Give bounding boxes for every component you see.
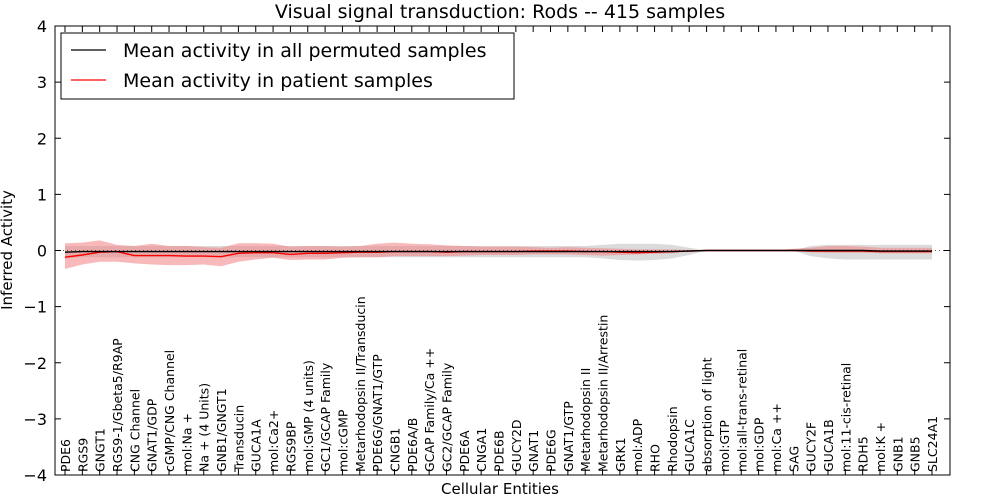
x-tick-label: PDE6A/B	[405, 418, 420, 472]
x-tick-label: mol:all-trans-retinal	[734, 349, 749, 472]
y-tick-label: −3	[23, 410, 47, 429]
y-tick-label: −1	[23, 298, 47, 317]
x-tick-label: PDE6	[58, 439, 73, 472]
x-tick-label: Na + (4 Units)	[197, 383, 212, 472]
x-tick-label: mol:11-cis-retinal	[838, 363, 853, 472]
x-tick-label: RGS9	[75, 438, 90, 472]
x-tick-label: CNG Channel	[127, 389, 142, 472]
x-tick-label: GNAT1/GDP	[145, 398, 160, 472]
x-tick-label: RGS9-1/Gbeta5/R9AP	[110, 338, 125, 472]
x-tick-label: mol:Ca2+	[266, 410, 281, 472]
x-tick-label: Metarhodopsin II/Arrestin	[596, 315, 611, 472]
x-tick-label: mol:GTP	[717, 420, 732, 472]
x-tick-label: mol:Na +	[179, 413, 194, 472]
y-tick-label: −2	[23, 354, 47, 373]
legend-label-patient: Mean activity in patient samples	[123, 70, 433, 92]
x-tick-label: GUCY2F	[804, 422, 819, 472]
y-tick-label: 2	[37, 129, 47, 148]
x-tick-label: CNGB1	[388, 428, 403, 472]
x-tick-label: PDE6B	[492, 430, 507, 472]
x-tick-label: absorption of light	[700, 357, 715, 472]
x-tick-label: mol:K +	[873, 422, 888, 472]
x-tick-label: GC1/GCAP Family	[318, 362, 333, 472]
x-tick-label: GNB5	[908, 436, 923, 472]
x-tick-label: PDE6A	[457, 430, 472, 472]
x-tick-label: Metarhodopsin II	[578, 368, 593, 472]
y-axis: 4 3 2 1 0 −1 −2 −3 −4	[23, 17, 950, 485]
x-tick-label: GUCA1B	[821, 419, 836, 472]
x-tick-label: GNB1/GNGT1	[214, 388, 229, 472]
x-tick-label: SLC24A1	[925, 416, 940, 472]
x-tick-label: Metarhodopsin II/Transducin	[353, 296, 368, 472]
y-tick-label: 4	[37, 17, 47, 36]
y-tick-label: 0	[37, 242, 47, 261]
y-tick-label: 1	[37, 185, 47, 204]
legend: Mean activity in all permuted samples Me…	[60, 32, 515, 100]
x-tick-label: PDE6G/GNAT1/GTP	[370, 354, 385, 472]
x-tick-label: RDH5	[856, 436, 871, 472]
x-tick-label: GUCA1C	[682, 419, 697, 472]
x-tick-label: GNAT1	[526, 430, 541, 472]
y-axis-label: Inferred Activity	[0, 190, 16, 310]
x-tick-label: cGMP/CNG Channel	[162, 350, 177, 472]
x-tick-label: GRK1	[613, 437, 628, 472]
y-tick-label: 3	[37, 73, 47, 92]
x-tick-label: GCAP Family/Ca ++	[422, 348, 437, 472]
series-lines	[64, 249, 932, 258]
band-patient	[65, 240, 932, 269]
x-tick-label: mol:ADP	[630, 418, 645, 472]
x-tick-label: CNGA1	[474, 428, 489, 472]
x-tick-label: mol:Ca ++	[769, 403, 784, 472]
x-tick-label: Transducin	[231, 405, 246, 473]
x-tick-label: GNGT1	[93, 428, 108, 472]
y-tick-label: −4	[23, 466, 47, 485]
x-tick-label: SAG	[786, 446, 801, 472]
line-permuted	[64, 249, 932, 253]
x-tick-label: GUCY2D	[509, 419, 524, 472]
x-tick-label: mol:GMP (4 units)	[301, 360, 316, 472]
legend-label-permuted: Mean activity in all permuted samples	[123, 40, 486, 62]
legend-box	[60, 32, 515, 100]
x-tick-label: GNB1	[890, 436, 905, 472]
x-tick-label: RGS9BP	[283, 421, 298, 472]
x-tick-label: PDE6G	[544, 429, 559, 472]
x-tick-label: GNAT1/GTP	[561, 401, 576, 472]
x-tick-label: GC2/GCAP Family	[440, 362, 455, 472]
x-tick-label: GUCA1A	[249, 419, 264, 472]
x-tick-label: RHO	[648, 444, 663, 472]
chart-title: Visual signal transduction: Rods -- 415 …	[275, 1, 725, 23]
x-tick-label: mol:cGMP	[335, 409, 350, 472]
x-tick-label: Rhodopsin	[665, 406, 680, 472]
x-axis-label: Cellular Entities	[441, 480, 559, 498]
x-tick-label: mol:GDP	[752, 417, 767, 472]
